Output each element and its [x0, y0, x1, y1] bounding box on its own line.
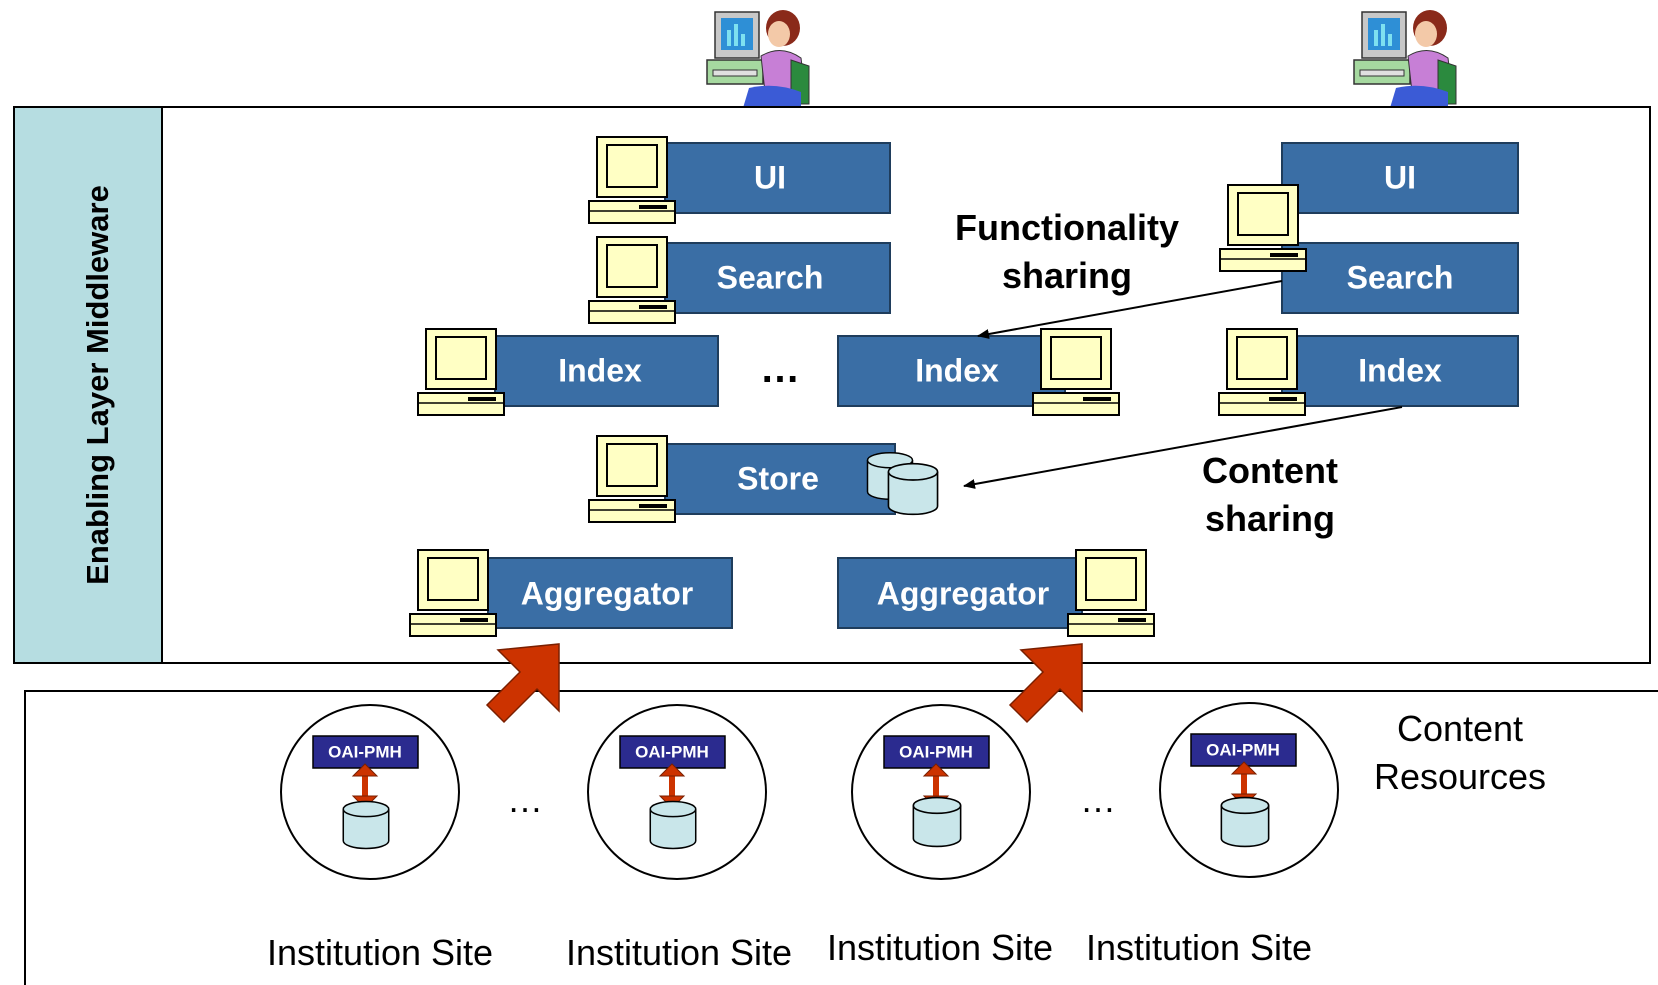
ui-label-right: UI [1384, 159, 1416, 195]
database-icon [342, 800, 390, 850]
index-box-right [1281, 335, 1519, 407]
institution-site-label-4: Institution Site [1086, 927, 1312, 968]
database-icon [649, 800, 697, 850]
database-icon [1220, 796, 1270, 848]
index-label-middle: Index [915, 352, 999, 388]
index-box-middle [837, 335, 1066, 407]
institution-site-4: OAI-PMH [1159, 702, 1339, 878]
functionality-sharing-line2: sharing [1002, 255, 1132, 296]
computer-icon [588, 136, 676, 224]
computer-icon [1219, 184, 1307, 272]
computer-icon [417, 328, 505, 416]
functionality-sharing-arrow [977, 280, 1283, 339]
institution-site-label-3: Institution Site [827, 927, 1053, 968]
harvest-arrow-right [1008, 643, 1083, 724]
user-icon-right [1353, 9, 1457, 108]
oai-pmh-label: OAI-PMH [635, 742, 709, 761]
middleware-side-bar [13, 106, 163, 664]
middleware-label: Enabling Layer Middleware [80, 185, 115, 585]
user-icon-left [706, 9, 810, 108]
index-label-left: Index [558, 352, 642, 388]
computer-icon [1032, 328, 1120, 416]
index-box-left [494, 335, 719, 407]
aggregator-label-left: Aggregator [521, 575, 693, 611]
oai-pmh-label: OAI-PMH [899, 742, 973, 761]
oai-pmh-label: OAI-PMH [1206, 740, 1280, 759]
sites-ellipsis-right: … [1080, 779, 1116, 820]
search-label-left: Search [717, 259, 824, 295]
institution-site-label-1: Institution Site [267, 932, 493, 973]
store-box [664, 443, 896, 515]
aggregator-box-right [837, 557, 1083, 629]
ui-label-left: UI [754, 159, 786, 195]
functionality-sharing-line1: Functionality [955, 207, 1179, 248]
institution-site-3: OAI-PMH [851, 704, 1031, 880]
computer-icon [1218, 328, 1306, 416]
computer-icon [1067, 549, 1155, 637]
computer-icon [588, 435, 676, 523]
content-resources-line1: Content [1397, 708, 1523, 749]
computer-icon [588, 236, 676, 324]
computer-icon [409, 549, 497, 637]
institution-site-1: OAI-PMH [280, 704, 460, 880]
content-sharing-line2: sharing [1205, 498, 1335, 539]
search-box-left [664, 242, 891, 314]
index-label-right: Index [1358, 352, 1442, 388]
content-resources-line2: Resources [1374, 756, 1546, 797]
sites-ellipsis-left: … [507, 779, 543, 820]
oai-pmh-label: OAI-PMH [328, 742, 402, 761]
database-icon [887, 462, 939, 516]
search-label-right: Search [1347, 259, 1454, 295]
harvest-arrow-left [485, 643, 560, 724]
store-label: Store [737, 460, 819, 496]
content-sharing-line1: Content [1202, 450, 1338, 491]
institution-site-2: OAI-PMH [587, 704, 767, 880]
content-sharing-arrow [963, 406, 1403, 489]
search-box-right [1281, 242, 1519, 314]
ui-box-left [664, 142, 891, 214]
database-icon [912, 796, 962, 848]
middleware-ellipsis: … [760, 347, 800, 391]
ui-box-right [1281, 142, 1519, 214]
institution-site-label-2: Institution Site [566, 932, 792, 973]
aggregator-label-right: Aggregator [877, 575, 1049, 611]
